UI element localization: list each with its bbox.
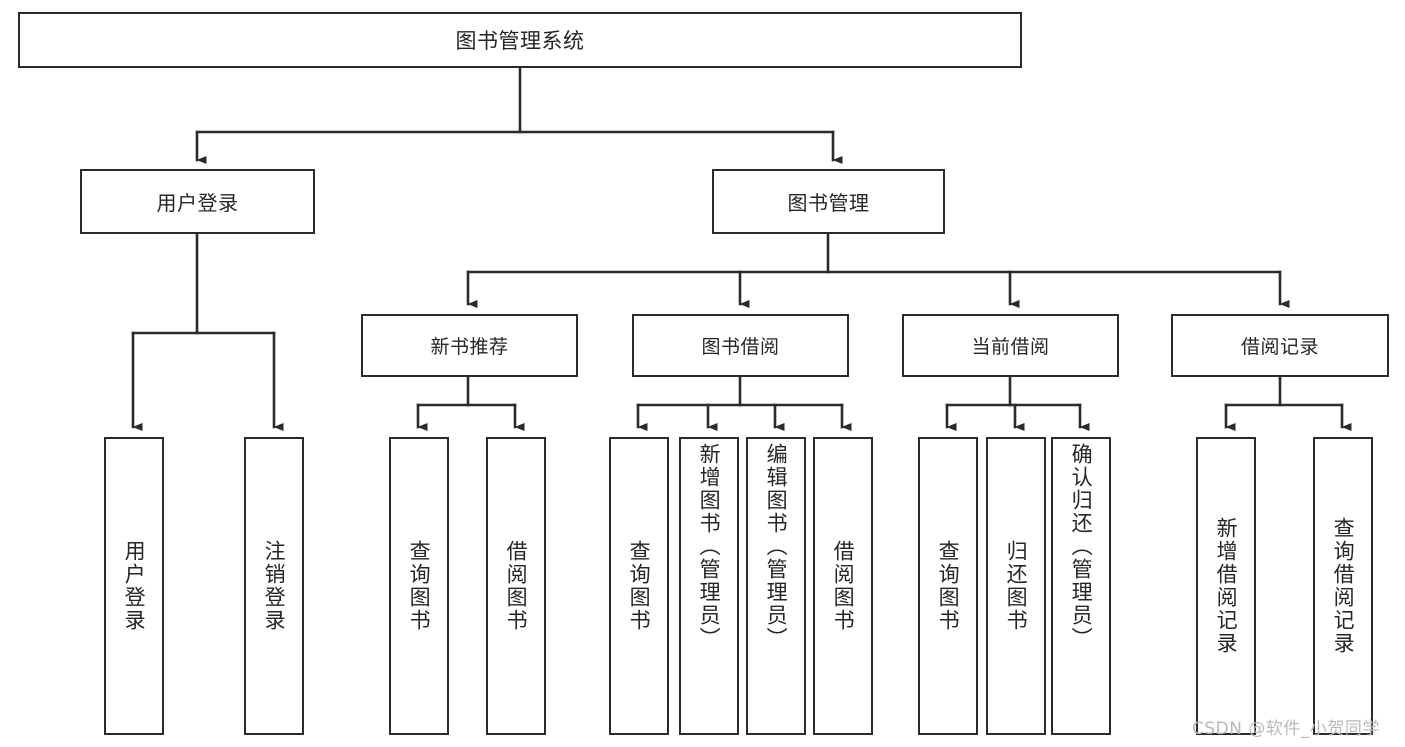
leaf-borrow-record-query[interactable]: 查询借阅记录 bbox=[1313, 437, 1373, 735]
node-root-system-label: 图书管理系统 bbox=[455, 29, 585, 53]
node-borrow-record[interactable]: 借阅记录 bbox=[1171, 314, 1389, 377]
leaf-book-borrow-edit-label: 编辑图书（管理员） bbox=[764, 443, 789, 650]
leaf-borrow-record-add[interactable]: 新增借阅记录 bbox=[1196, 437, 1256, 735]
node-user-login-label: 用户登录 bbox=[156, 191, 239, 215]
node-new-book-recommend[interactable]: 新书推荐 bbox=[361, 314, 578, 377]
leaf-book-borrow-borrow[interactable]: 借阅图书 bbox=[813, 437, 873, 735]
node-user-login[interactable]: 用户登录 bbox=[80, 169, 315, 234]
leaf-new-book-borrow[interactable]: 借阅图书 bbox=[486, 437, 546, 735]
leaf-user-login-login[interactable]: 用户登录 bbox=[104, 437, 164, 735]
node-new-book-recommend-label: 新书推荐 bbox=[430, 336, 509, 358]
node-book-management-label: 图书管理 bbox=[787, 191, 870, 215]
node-root-system[interactable]: 图书管理系统 bbox=[18, 12, 1022, 68]
node-borrow-record-label: 借阅记录 bbox=[1240, 336, 1319, 358]
leaf-book-borrow-add[interactable]: 新增图书（管理员） bbox=[679, 437, 739, 735]
leaf-current-borrow-confirm[interactable]: 确认归还（管理员） bbox=[1051, 437, 1111, 735]
leaf-current-borrow-return[interactable]: 归还图书 bbox=[986, 437, 1046, 735]
leaf-user-login-logout-label: 注销登录 bbox=[262, 540, 287, 632]
leaf-current-borrow-confirm-label: 确认归还（管理员） bbox=[1069, 443, 1094, 650]
leaf-new-book-query[interactable]: 查询图书 bbox=[389, 437, 449, 735]
leaf-book-borrow-add-label: 新增图书（管理员） bbox=[697, 443, 722, 650]
leaf-new-book-borrow-label: 借阅图书 bbox=[504, 540, 529, 632]
node-book-borrow[interactable]: 图书借阅 bbox=[632, 314, 849, 377]
leaf-borrow-record-add-label: 新增借阅记录 bbox=[1214, 517, 1239, 655]
leaf-current-borrow-query[interactable]: 查询图书 bbox=[918, 437, 978, 735]
node-current-borrow-label: 当前借阅 bbox=[971, 336, 1050, 358]
leaf-current-borrow-query-label: 查询图书 bbox=[936, 540, 961, 632]
leaf-user-login-logout[interactable]: 注销登录 bbox=[244, 437, 304, 735]
leaf-current-borrow-return-label: 归还图书 bbox=[1004, 540, 1029, 632]
leaf-book-borrow-query[interactable]: 查询图书 bbox=[609, 437, 669, 735]
leaf-user-login-login-label: 用户登录 bbox=[122, 540, 147, 632]
leaf-book-borrow-borrow-label: 借阅图书 bbox=[831, 540, 856, 632]
leaf-new-book-query-label: 查询图书 bbox=[407, 540, 432, 632]
leaf-borrow-record-query-label: 查询借阅记录 bbox=[1331, 517, 1356, 655]
leaf-book-borrow-query-label: 查询图书 bbox=[627, 540, 652, 632]
leaf-book-borrow-edit[interactable]: 编辑图书（管理员） bbox=[746, 437, 806, 735]
node-current-borrow[interactable]: 当前借阅 bbox=[902, 314, 1119, 377]
node-book-management[interactable]: 图书管理 bbox=[712, 169, 945, 234]
node-book-borrow-label: 图书借阅 bbox=[701, 336, 780, 358]
